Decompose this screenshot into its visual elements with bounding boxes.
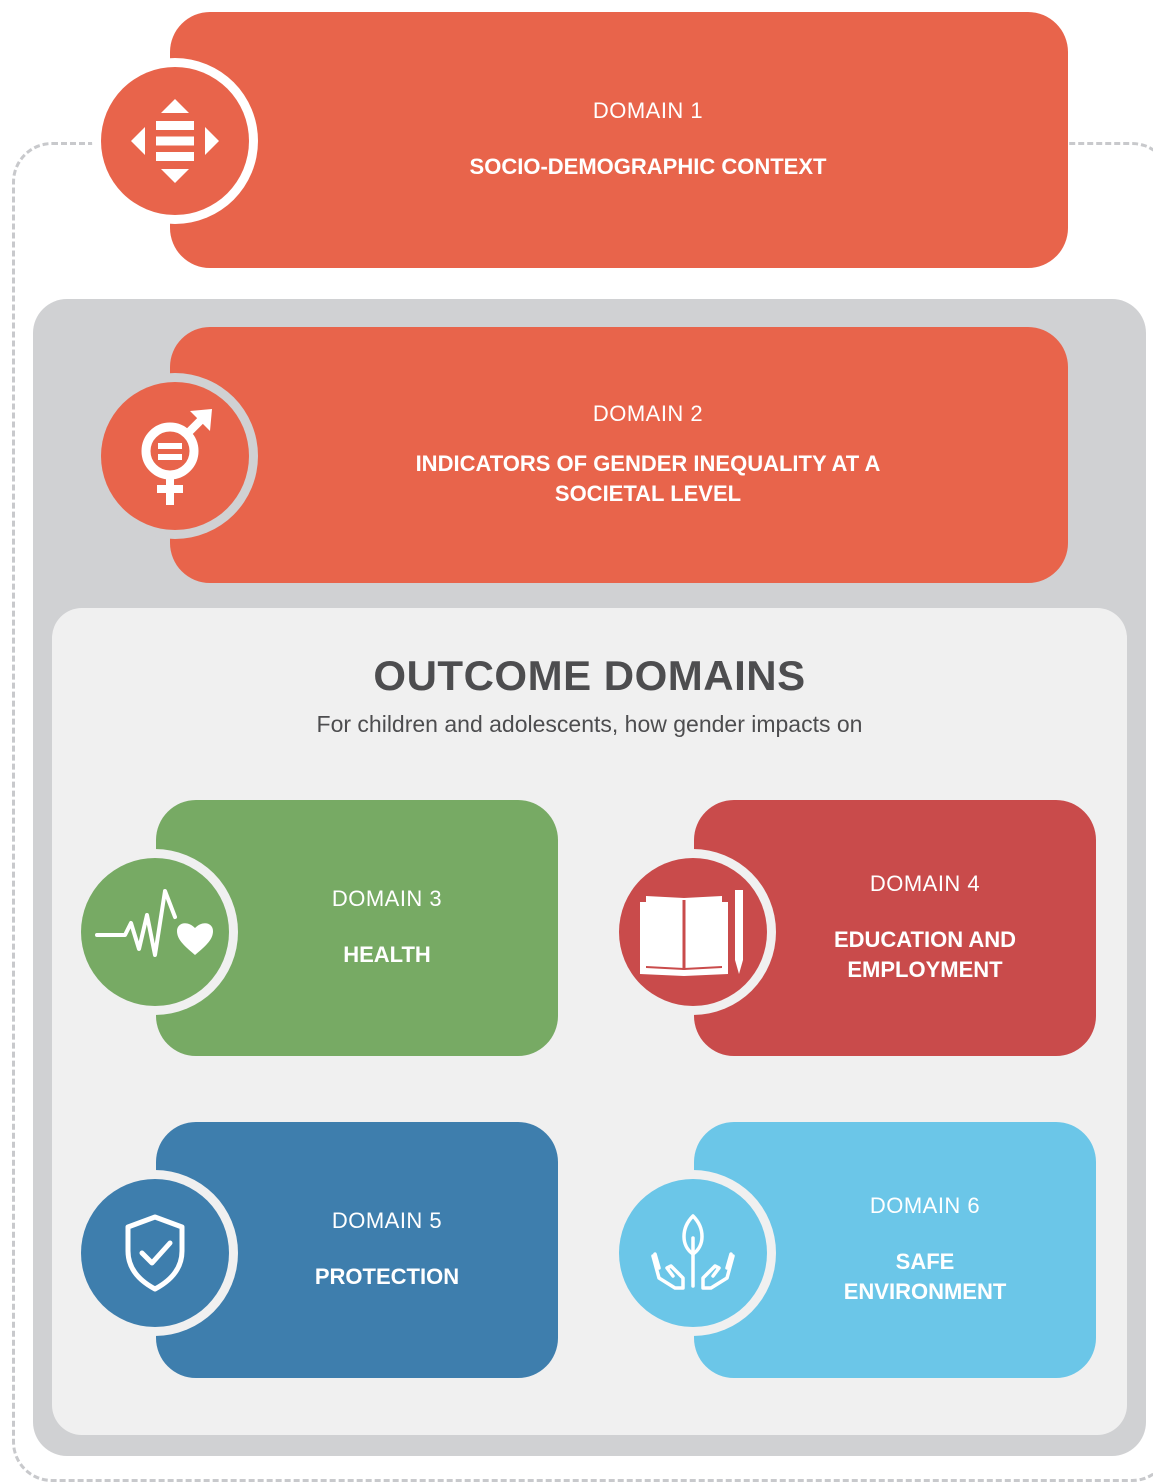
domain-2-title: INDICATORS OF GENDER INEQUALITY AT A SOC… <box>416 449 881 508</box>
hands-plant-icon <box>651 1214 735 1290</box>
domain-5-title: PROTECTION <box>314 1264 460 1290</box>
domain-4-title-line-1: EDUCATION AND <box>833 927 1017 953</box>
domain-4-icon-circle <box>619 858 767 1006</box>
heartbeat-icon <box>95 889 213 957</box>
domain-2-icon-ring <box>92 373 258 539</box>
domain-1-label: DOMAIN 1 <box>592 98 704 124</box>
domain-6-title-line-1: SAFE <box>895 1249 955 1275</box>
domain-6-icon-ring <box>610 1170 776 1336</box>
domain-3-icon-circle <box>81 858 229 1006</box>
outcome-domains-title: OUTCOME DOMAINS <box>373 652 806 699</box>
domain-4-label: DOMAIN 4 <box>869 871 981 897</box>
domain-3-title: HEALTH <box>343 942 431 968</box>
domain-1-card: DOMAIN 1 SOCIO-DEMOGRAPHIC CONTEXT <box>170 12 1068 268</box>
domain-1-icon-ring <box>92 58 258 224</box>
domain-6-title: SAFE ENVIRONMENT <box>844 1247 1007 1306</box>
domain-4-title-line-2: EMPLOYMENT <box>847 957 1003 982</box>
domain-3-label: DOMAIN 3 <box>331 886 443 912</box>
domain-6-icon-circle <box>619 1179 767 1327</box>
domain-1-icon-circle <box>101 67 249 215</box>
domain-1-title: SOCIO-DEMOGRAPHIC CONTEXT <box>469 154 827 180</box>
domain-2-icon-circle <box>101 382 249 530</box>
domain-6-label: DOMAIN 6 <box>869 1193 981 1219</box>
domain-5-icon-circle <box>81 1179 229 1327</box>
book-pencil-icon <box>640 890 743 976</box>
shield-check-icon <box>125 1214 185 1292</box>
gender-equality-icon <box>141 409 212 505</box>
domain-6-title-line-2: ENVIRONMENT <box>843 1279 1007 1304</box>
domain-5-icon-ring <box>72 1170 238 1336</box>
domain-4-icon-ring <box>610 849 776 1015</box>
domain-4-card: DOMAIN 4 EDUCATION AND EMPLOYMENT <box>694 800 1096 1056</box>
domain-2-label: DOMAIN 2 <box>592 401 704 427</box>
domain-2-title-line-1: INDICATORS OF GENDER INEQUALITY AT A <box>415 451 881 477</box>
domain-2-card: DOMAIN 2 INDICATORS OF GENDER INEQUALITY… <box>170 327 1068 583</box>
domain-2-title-line-2: SOCIETAL LEVEL <box>554 481 742 506</box>
domain-4-title: EDUCATION AND EMPLOYMENT <box>834 925 1016 984</box>
domain-3-icon-ring <box>72 849 238 1015</box>
outcome-domains-subtitle: For children and adolescents, how gender… <box>316 711 863 737</box>
arrows-equal-icon <box>131 99 219 183</box>
domain-5-label: DOMAIN 5 <box>331 1208 443 1234</box>
